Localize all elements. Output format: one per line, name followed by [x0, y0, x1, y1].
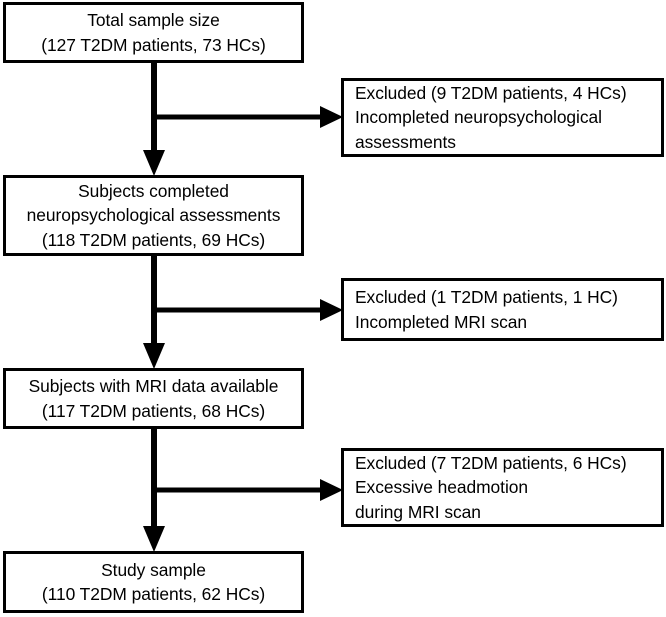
node-excluded-mri-scan-line-1: Excluded (1 T2DM patients, 1 HC) — [355, 287, 618, 307]
node-excluded-neuropsych-line-1: Excluded (9 T2DM patients, 4 HCs) — [355, 82, 627, 103]
connector-total-to-completed — [143, 62, 343, 176]
node-excluded-neuropsych-line-3: assessments — [355, 131, 456, 152]
node-excluded-neuropsych[interactable]: Excluded (9 T2DM patients, 4 HCs) Incomp… — [341, 78, 664, 157]
node-study-sample-line-1: Study sample — [101, 559, 206, 580]
node-excluded-headmotion[interactable]: Excluded (7 T2DM patients, 6 HCs) Excess… — [341, 448, 664, 527]
node-study-sample-line-2: (110 T2DM patients, 62 HCs) — [41, 584, 266, 604]
node-excluded-neuropsych-line-2: Incompleted neuropsychological — [355, 107, 602, 128]
node-excluded-mri-scan[interactable]: Excluded (1 T2DM patients, 1 HC) Incompl… — [341, 278, 664, 341]
node-mri-available[interactable]: Subjects with MRI data available (117 T2… — [3, 368, 304, 429]
connector-mri-to-study — [143, 428, 343, 552]
node-excluded-mri-scan-line-2: Incompleted MRI scan — [355, 311, 528, 332]
node-study-sample[interactable]: Study sample (110 T2DM patients, 62 HCs) — [3, 551, 304, 613]
node-total-sample-line-2: (127 T2DM patients, 73 HCs) — [41, 34, 266, 55]
node-completed-neuropsych-line-3: (118 T2DM patients, 69 HCs) — [41, 229, 266, 250]
node-total-sample[interactable]: Total sample size (127 T2DM patients, 73… — [3, 2, 304, 63]
node-mri-available-line-2: (117 T2DM patients, 68 HCs) — [41, 400, 266, 421]
node-completed-neuropsych-line-2: neuropsychological assessments — [26, 205, 281, 226]
node-completed-neuropsych[interactable]: Subjects completed neuropsychological as… — [3, 175, 304, 256]
node-mri-available-line-1: Subjects with MRI data available — [28, 376, 279, 396]
node-excluded-headmotion-line-3: during MRI scan — [355, 501, 481, 522]
connector-completed-to-mri — [143, 255, 343, 369]
node-excluded-headmotion-line-2: Excessive headmotion — [355, 477, 528, 498]
node-excluded-headmotion-line-1: Excluded (7 T2DM patients, 6 HCs) — [355, 452, 627, 473]
node-total-sample-line-1: Total sample size — [87, 10, 220, 30]
node-completed-neuropsych-line-1: Subjects completed — [78, 180, 229, 201]
